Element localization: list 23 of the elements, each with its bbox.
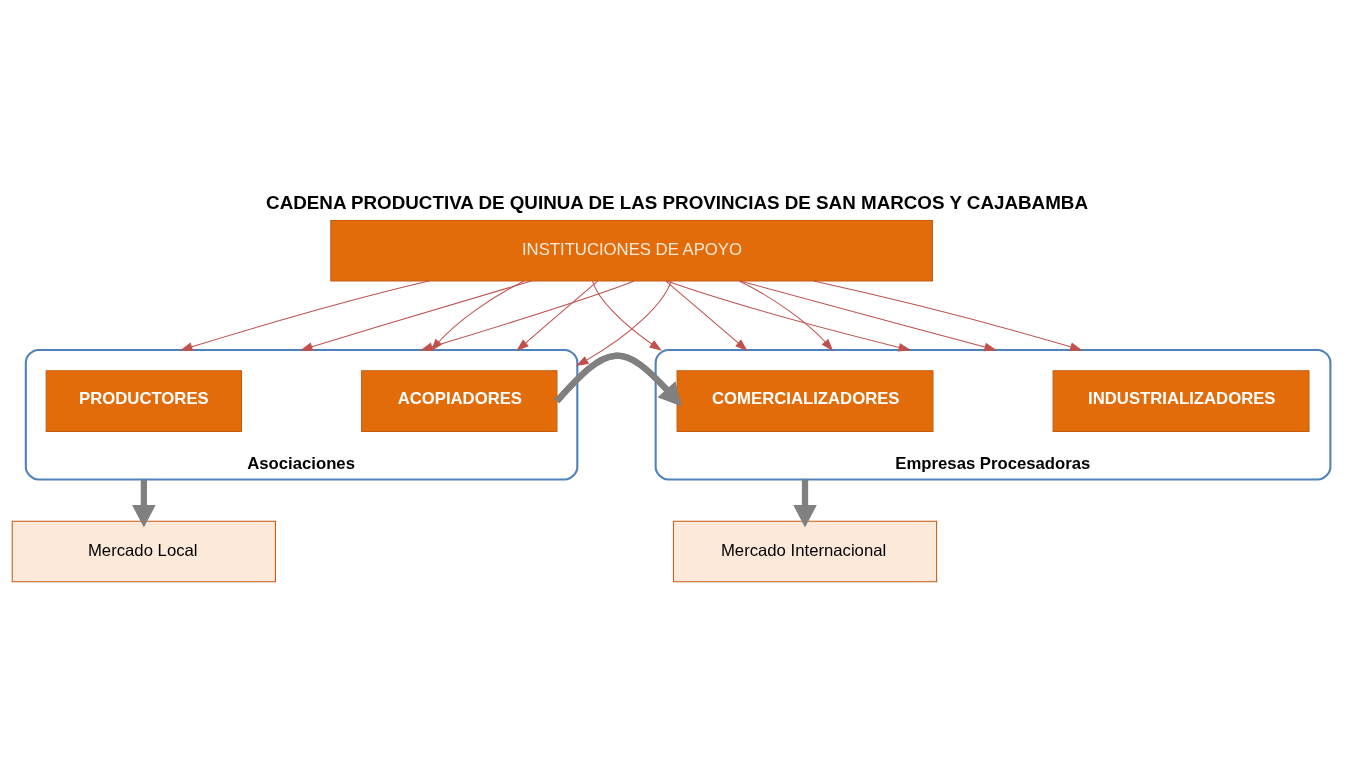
arrow: [420, 280, 635, 351]
node-box: INDUSTRIALIZADORES: [1052, 370, 1310, 432]
node-box: PRODUCTORES: [45, 370, 243, 432]
node-box: INSTITUCIONES DE APOYO: [330, 219, 933, 282]
arrow: [554, 352, 682, 407]
arrow: [516, 280, 599, 351]
arrow: [665, 280, 748, 351]
arrow: [793, 479, 817, 528]
node-box: ACOPIADORES: [361, 370, 558, 432]
node-box: COMERCIALIZADORES: [676, 370, 934, 432]
arrow: [430, 280, 525, 352]
arrow: [591, 280, 662, 351]
arrow: [132, 479, 156, 528]
arrow: [739, 280, 997, 352]
arrow: [300, 280, 532, 351]
arrow: [813, 280, 1083, 351]
diagram-title: CADENA PRODUCTIVA DE QUINUA DE LAS PROVINCIAS DE SAN MARCOS Y CAJABAMBA: [266, 192, 1088, 214]
arrow: [179, 280, 430, 351]
node-box: Mercado Local: [11, 520, 276, 583]
arrow: [738, 280, 834, 352]
node-box: Mercado Internacional: [672, 520, 938, 583]
arrow: [666, 280, 912, 352]
arrow: [575, 280, 672, 367]
